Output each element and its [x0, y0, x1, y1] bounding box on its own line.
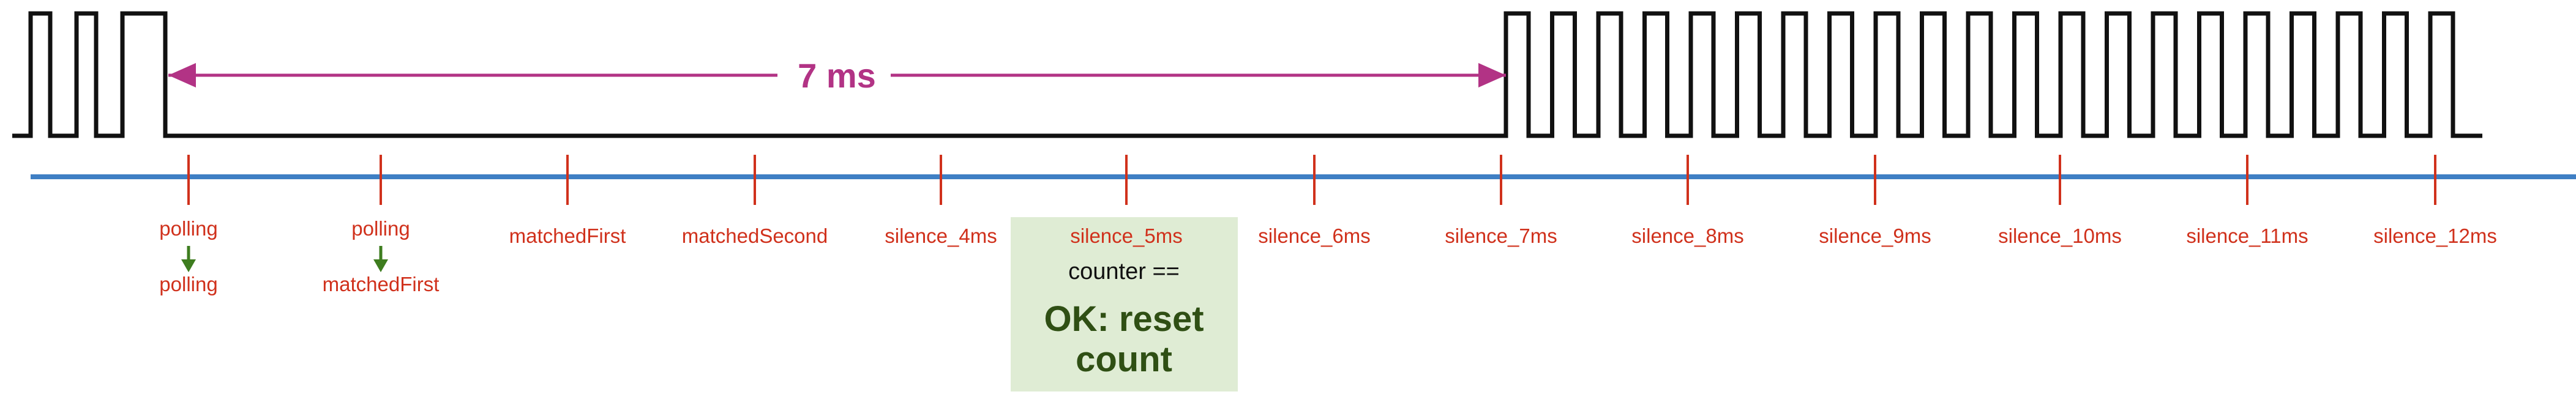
pulse-signal-waveform	[12, 11, 2482, 138]
tick-label: matchedSecond	[682, 224, 828, 247]
tick-label: polling	[351, 217, 410, 240]
tick-label: silence_5ms	[1070, 224, 1182, 247]
down-arrow-icon	[373, 246, 388, 272]
tick-marks: polling polling polling matchedFirst matched…	[159, 155, 2497, 295]
tick-label: silence_7ms	[1445, 224, 1557, 247]
highlight-result-line1: OK: reset	[1044, 299, 1204, 339]
tick-label: silence_9ms	[1819, 224, 1931, 247]
tick-label: matchedFirst	[509, 224, 626, 247]
tick-next-state-label: matchedFirst	[323, 273, 440, 295]
tick-label: silence_8ms	[1631, 224, 1743, 247]
tick-label: polling	[159, 217, 217, 240]
highlight-result-line2: count	[1076, 339, 1172, 379]
highlight-condition: counter ==	[1068, 259, 1180, 284]
tick-next-state-label: polling	[159, 273, 217, 295]
highlight-box-background	[1011, 217, 1238, 391]
tick-label: silence_12ms	[2373, 224, 2497, 247]
span-label: 7 ms	[798, 56, 876, 95]
tick-label: silence_4ms	[885, 224, 997, 247]
tick-label: silence_6ms	[1258, 224, 1370, 247]
down-arrow-icon	[181, 246, 196, 272]
highlight-box: counter == OK: reset count	[1011, 217, 1238, 391]
span-arrow: 7 ms	[168, 56, 1506, 95]
tick-label: silence_11ms	[2186, 224, 2308, 247]
tick-label: silence_10ms	[1998, 224, 2122, 247]
